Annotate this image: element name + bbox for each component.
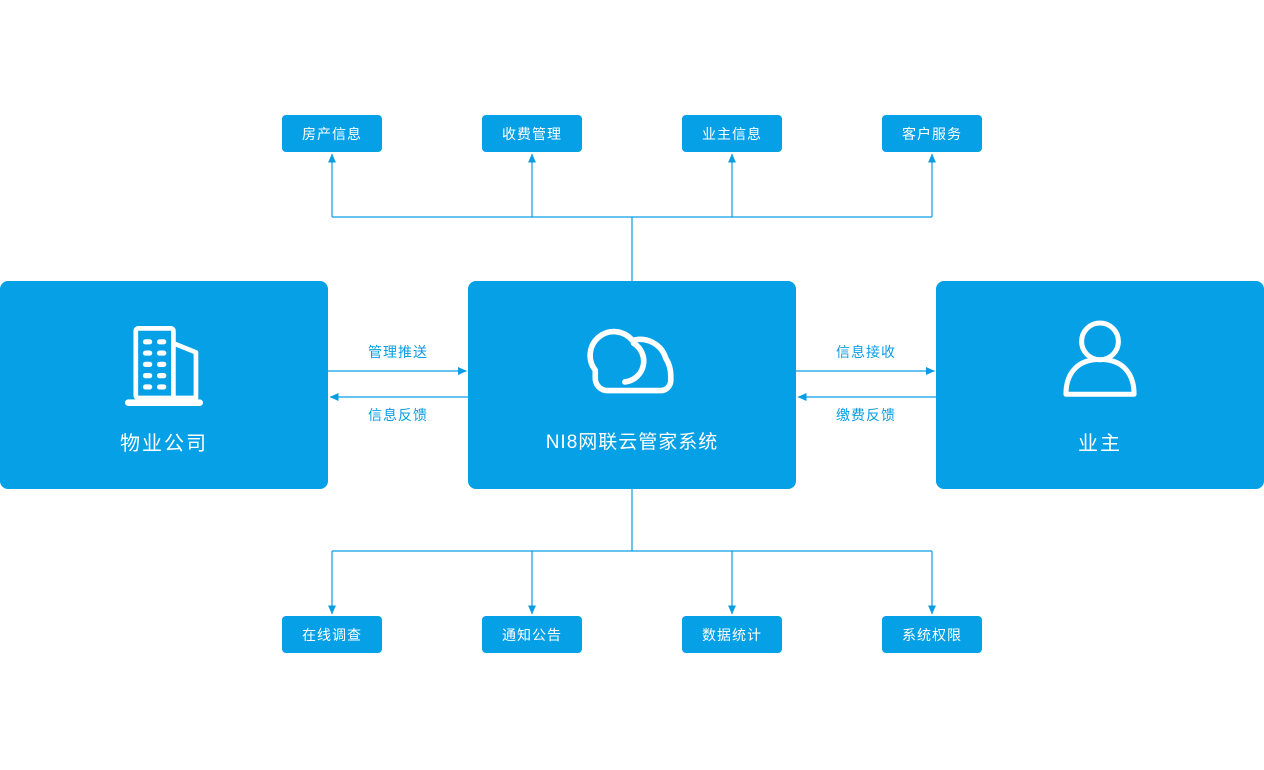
flow-label-info-feedback: 信息反馈 [368,407,428,423]
node-label: 房产信息 [302,125,362,142]
node-fee-management: 收费管理 [482,115,582,152]
person-icon [1063,320,1137,397]
entity-label-property-company: 物业公司 [120,433,208,455]
flow-label-manage-push: 管理推送 [368,344,428,360]
node-label: 通知公告 [502,626,562,643]
entity-label-owner: 业主 [1078,433,1122,455]
cloud-icon [587,328,674,394]
building-icon [124,326,204,406]
node-label: 业主信息 [702,125,762,142]
node-system-permission: 系统权限 [882,616,982,653]
flow-label-payment-feedback: 缴费反馈 [836,407,896,423]
node-online-survey: 在线调查 [282,616,382,653]
node-customer-service: 客户服务 [882,115,982,152]
node-data-statistics: 数据统计 [682,616,782,653]
node-owner-info: 业主信息 [682,115,782,152]
node-label: 收费管理 [502,125,562,142]
node-label: 在线调查 [302,626,362,643]
node-owner: 业主 [936,281,1264,489]
entity-label-cloud-system: NI8网联云管家系统 [545,432,719,453]
flow-label-info-receive: 信息接收 [836,344,896,360]
node-notice-announcement: 通知公告 [482,616,582,653]
node-property-company: 物业公司 [0,281,328,489]
node-label: 系统权限 [902,626,962,643]
node-label: 数据统计 [702,626,762,643]
node-cloud-system: NI8网联云管家系统 [468,281,796,489]
node-label: 客户服务 [902,125,962,142]
node-property-info: 房产信息 [282,115,382,152]
